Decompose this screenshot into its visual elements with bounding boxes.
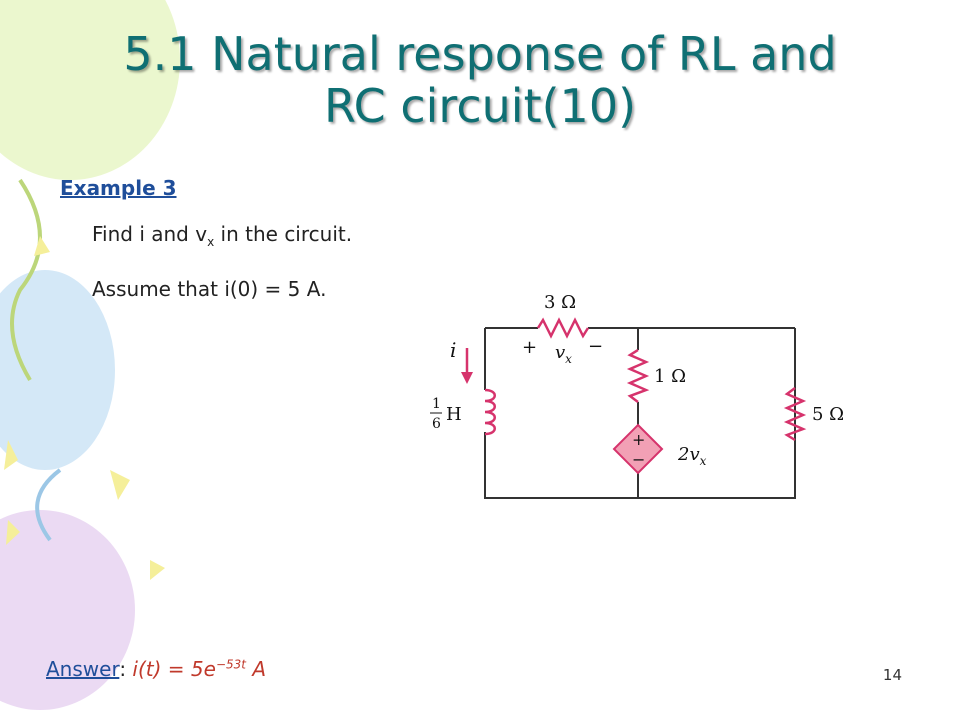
answer-colon: : [119,657,133,681]
resistor-5-ohm [783,387,807,442]
resistor-1-ohm [626,348,650,403]
answer-line: Answer: i(t) = 5e−53t A [46,657,266,681]
answer-unit: A [245,657,267,681]
label-inductor-num: 1 [432,396,441,412]
balloon-purple [0,510,135,710]
label-vx-minus: − [588,336,603,357]
label-1-ohm: 1 Ω [654,366,686,387]
label-current-i: i [450,338,456,362]
answer-exponent: −53t [215,657,246,672]
balloon-green [0,0,180,180]
dependent-voltage-source [612,423,664,475]
confetti-star-5 [150,560,165,580]
confetti-star-2 [110,470,130,500]
circuit-wires [484,327,796,499]
label-vx-plus: + [522,337,537,358]
find-subscript: x [207,235,215,249]
answer-base: i(t) = 5e [132,657,216,681]
problem-statement: Find i and vx in the circuit. [92,222,352,249]
label-5-ohm: 5 Ω [812,404,844,425]
balloon-string [10,178,42,382]
balloon-string-2 [35,468,62,542]
answer-expression: i(t) = 5e−53t A [132,657,266,681]
answer-label: Answer [46,657,120,681]
title-line-1: 5.1 Natural response of RL and [123,27,837,81]
inductor-coil [484,388,496,436]
page-number: 14 [882,666,902,684]
label-inductor-unit: H [446,404,462,425]
circuit-diagram: + − 3 Ω + vx − i 1 6 H 1 Ω 5 Ω 2vx [430,292,844,499]
find-text: Find i and v [92,222,208,246]
initial-condition: Assume that i(0) = 5 A. [92,277,327,301]
slide-title: 5.1 Natural response of RL and RC circui… [0,28,960,132]
source-plus: + [632,430,645,449]
label-3-ohm: 3 Ω [544,292,576,313]
confetti-star-1 [4,440,18,470]
source-minus: − [632,450,645,469]
label-source: 2vx [677,444,707,468]
current-arrow-head [461,372,473,384]
confetti-star-3 [34,236,50,256]
title-line-2: RC circuit(10) [323,79,637,133]
balloon-blue [0,270,115,470]
find-text-end: in the circuit. [214,222,353,246]
confetti-star-4 [6,520,20,545]
resistor-3-ohm [536,317,590,339]
label-vx: vx [555,342,572,366]
label-inductor-den: 6 [432,416,441,432]
example-heading: Example 3 [60,176,177,200]
